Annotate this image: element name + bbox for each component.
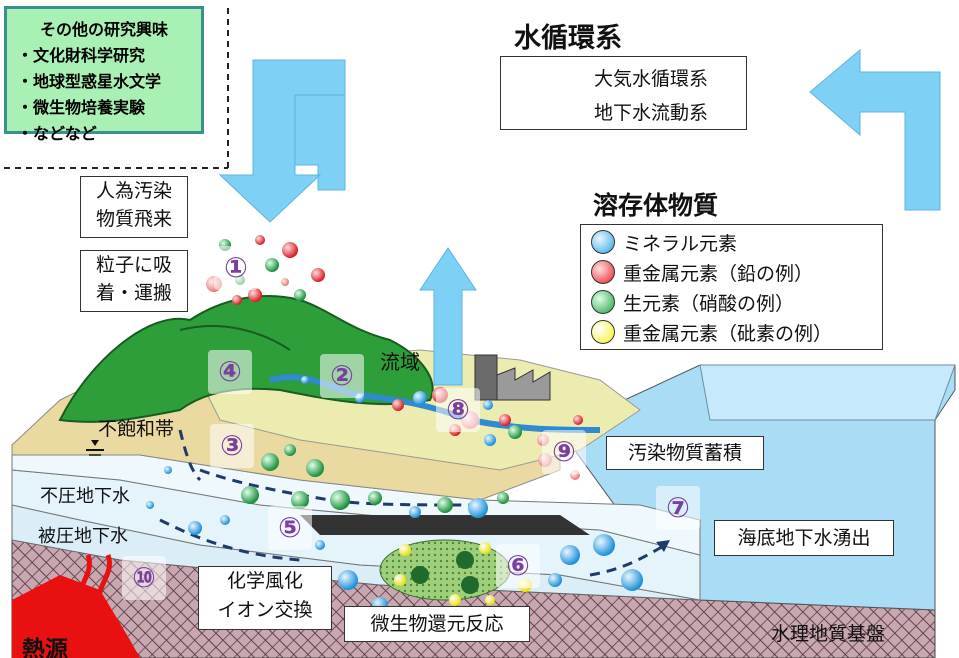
heat-arrow-2: [96, 554, 112, 606]
atmospheric-arrow-up: [419, 247, 477, 386]
clay-lens: [300, 515, 590, 535]
marker-4: ④: [208, 350, 252, 394]
marker-5: ⑤: [268, 506, 312, 550]
factory-icon: [474, 354, 551, 401]
lead-ball-icon: [591, 260, 615, 284]
other-interest-item: 微生物培養実験: [17, 95, 191, 121]
diagram-title: 水循環系: [514, 23, 622, 54]
other-interests-panel: その他の研究興味 文化財科学研究 地球型惑星水文学 微生物培養実験 などなど: [4, 6, 204, 143]
heat-arrow-1: [76, 554, 92, 606]
flow-legend: [500, 56, 747, 130]
legend-groundwater-label: 地下水流動系: [594, 102, 709, 124]
chemical-weathering-box: 化学風化 イオン交換: [198, 566, 332, 630]
unconfined-gw-label: 不圧地下水: [40, 486, 130, 507]
heat-source-label: 熱源: [22, 637, 68, 658]
solutes-title: 溶存体物質: [593, 191, 719, 220]
marker-3: ③: [210, 424, 254, 468]
sea-surface: [699, 364, 956, 421]
solute-label: 重金属元素（砒素の例）: [623, 322, 833, 345]
solute-row-arsenic: 重金属元素（砒素の例）: [591, 317, 872, 347]
marker-1: ①: [214, 246, 258, 290]
confined-gw-label: 被圧地下水: [38, 526, 128, 547]
microbial-reduction-box: 微生物還元反応: [344, 606, 530, 642]
marker-9: ⑨: [542, 430, 586, 474]
legend-atmospheric-label: 大気水循環系: [594, 68, 709, 90]
other-interests-list: 文化財科学研究 地球型惑星水文学 微生物培養実験 などなど: [17, 43, 191, 147]
arsenic-ball-icon: [591, 320, 615, 344]
vadose-zone-label: 不飽和帯: [98, 418, 175, 440]
atmospheric-arrow-top-right: [809, 48, 941, 211]
solute-label: 生元素（硝酸の例）: [623, 292, 795, 315]
solute-label: 重金属元素（鉛の例）: [623, 262, 814, 285]
marker-7: ⑦: [656, 486, 700, 530]
solute-row-mineral: ミネラル元素: [591, 227, 872, 257]
solute-label: ミネラル元素: [623, 232, 738, 255]
submarine-discharge-box: 海底地下水湧出: [714, 520, 894, 556]
other-interests-title: その他の研究興味: [39, 20, 168, 39]
mineral-ball-icon: [591, 230, 615, 254]
marker-8: ⑧: [436, 388, 480, 432]
pollutant-accumulation-box: 汚染物質蓄積: [606, 436, 764, 470]
heat-source-shape: [12, 575, 140, 658]
solute-row-nitrate: 生元素（硝酸の例）: [591, 287, 872, 317]
particle-adsorption-box: 粒子に吸 着・運搬: [80, 250, 188, 312]
pollutant-fallout-box: 人為汚染 物質飛来: [80, 176, 188, 238]
marker-6: ⑥: [496, 544, 540, 588]
other-interest-item: 文化財科学研究: [17, 43, 191, 69]
solute-row-lead: 重金属元素（鉛の例）: [591, 257, 872, 287]
atmospheric-arrow-down: [218, 59, 346, 223]
nitrate-ball-icon: [591, 290, 615, 314]
watershed-label: 流域: [380, 350, 420, 374]
hydrogeologic-basement-box: 水理地質基盤: [770, 623, 885, 645]
other-interest-item: 地球型惑星水文学: [17, 69, 191, 95]
other-interest-item: などなど: [17, 121, 191, 147]
solutes-legend: ミネラル元素 重金属元素（鉛の例） 生元素（硝酸の例） 重金属元素（砒素の例）: [580, 224, 883, 350]
marker-2: ②: [320, 354, 364, 398]
marker-10: ⑩: [122, 556, 166, 600]
